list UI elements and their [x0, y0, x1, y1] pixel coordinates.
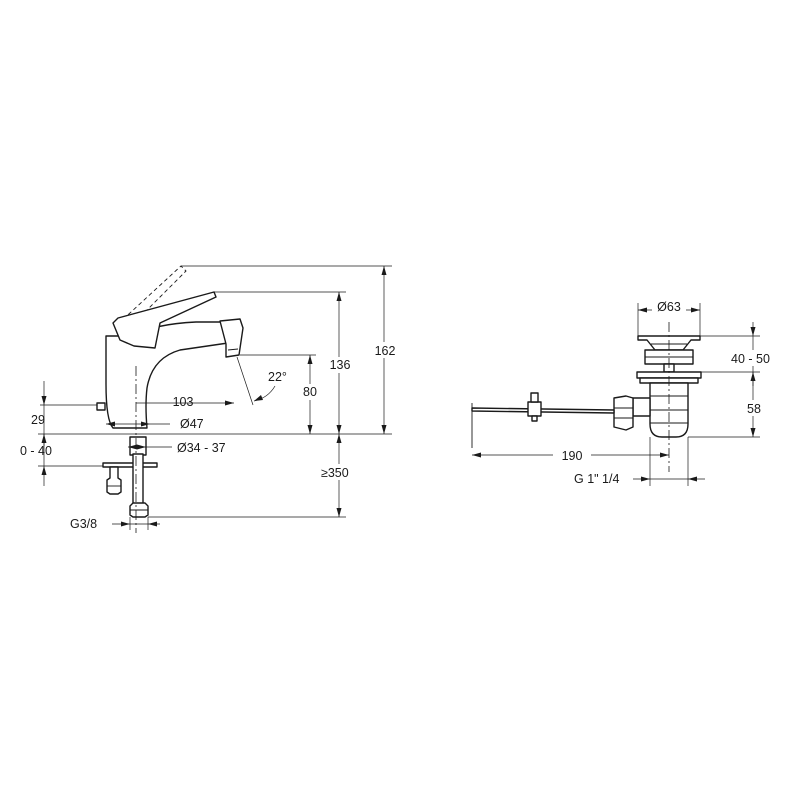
fixing-stud: [132, 453, 144, 505]
dim-plug-diameter-label: Ø63: [657, 300, 681, 314]
rod-clamp-screw-top: [530, 392, 539, 403]
dim-height-total-label: 162: [375, 344, 396, 358]
pull-rod: [471, 407, 615, 414]
dim-rod-length-label: 190: [562, 449, 583, 463]
lever-handle: [112, 291, 217, 349]
dim-thread-label: G 1" 1/4: [574, 472, 619, 486]
deck-washer: [102, 462, 158, 468]
dim-angle-label: 22°: [268, 370, 287, 384]
ext-line-angle: [236, 356, 254, 406]
dim-body-height-label: 58: [747, 402, 761, 416]
lever-open-position-outline: [117, 265, 187, 331]
dim-body-diameter-label: Ø47: [180, 417, 204, 431]
dim-deck-thickness-label: 0 - 40: [20, 444, 52, 458]
dim-popup-height-label: 29: [31, 413, 45, 427]
waste-drawing: Ø63 40 - 50 58 190 G 1" 1/4: [471, 299, 782, 486]
faucet-body: [105, 321, 229, 429]
popup-knob: [96, 402, 106, 411]
dim-hole-diameter-label: Ø34 - 37: [177, 441, 226, 455]
faucet-drawing: 162 136 80 103 22° Ø47 Ø34 - 37: [20, 265, 400, 533]
rod-clamp-screw-bottom: [531, 415, 538, 422]
side-nut: [613, 395, 634, 431]
dim-height-spout-label: 136: [330, 358, 351, 372]
spout-outlet: [219, 318, 244, 358]
dim-hose-length-label: ≥350: [321, 466, 349, 480]
dim-flange-range-label: 40 - 50: [731, 352, 770, 366]
rod-clamp: [527, 401, 542, 417]
dim-reach-label: 103: [173, 395, 194, 409]
side-connector: [632, 397, 651, 417]
hose-connector-left: [106, 466, 122, 495]
dim-outlet-height-label: 80: [303, 385, 317, 399]
aerator-line: [227, 348, 239, 351]
dim-connection-label: G3/8: [70, 517, 97, 531]
